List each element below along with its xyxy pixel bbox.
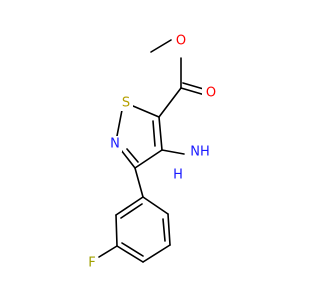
atom-s: S bbox=[122, 96, 130, 111]
bond-methyl-o bbox=[150, 39, 172, 53]
bond-c4-c5 bbox=[158, 116, 163, 151]
bond-group bbox=[98, 39, 208, 263]
bond-n-c3-inner bbox=[126, 148, 139, 163]
bond-ph-3-4 bbox=[142, 244, 171, 263]
bond-c4-nh bbox=[161, 149, 185, 155]
bond-carbonyl-c5 bbox=[158, 87, 182, 118]
bond-c-o-double-1 bbox=[180, 87, 206, 96]
bond-c-f bbox=[98, 245, 118, 258]
atom-o-ester: O bbox=[176, 34, 186, 49]
bond-ph-6-1 bbox=[115, 196, 144, 216]
bond-ph-inner-c bbox=[120, 203, 143, 219]
bond-c5-s bbox=[132, 105, 160, 118]
bond-ph-5-6 bbox=[115, 214, 118, 247]
atom-o-carbonyl: O bbox=[206, 86, 216, 101]
bond-n-c3 bbox=[120, 149, 136, 169]
bond-ph-1-2 bbox=[142, 196, 169, 215]
atom-nh: NH bbox=[190, 145, 210, 160]
bond-c4-c5-inner bbox=[152, 120, 156, 147]
structure-diagram: S N NH H O O F bbox=[86, 32, 218, 271]
bond-s-n bbox=[116, 109, 123, 137]
atom-f: F bbox=[88, 256, 95, 271]
bond-ph-2-3 bbox=[167, 213, 171, 246]
bond-c3-phenyl bbox=[134, 167, 144, 198]
bond-ph-inner-a bbox=[162, 218, 166, 242]
bond-ph-inner-b bbox=[121, 242, 144, 257]
bond-ph-4-5 bbox=[116, 245, 144, 263]
atom-n: N bbox=[110, 137, 120, 152]
bond-c3-c4 bbox=[134, 149, 163, 169]
atom-labels: S N NH H O O F bbox=[86, 32, 218, 271]
atom-h: H bbox=[173, 168, 183, 183]
